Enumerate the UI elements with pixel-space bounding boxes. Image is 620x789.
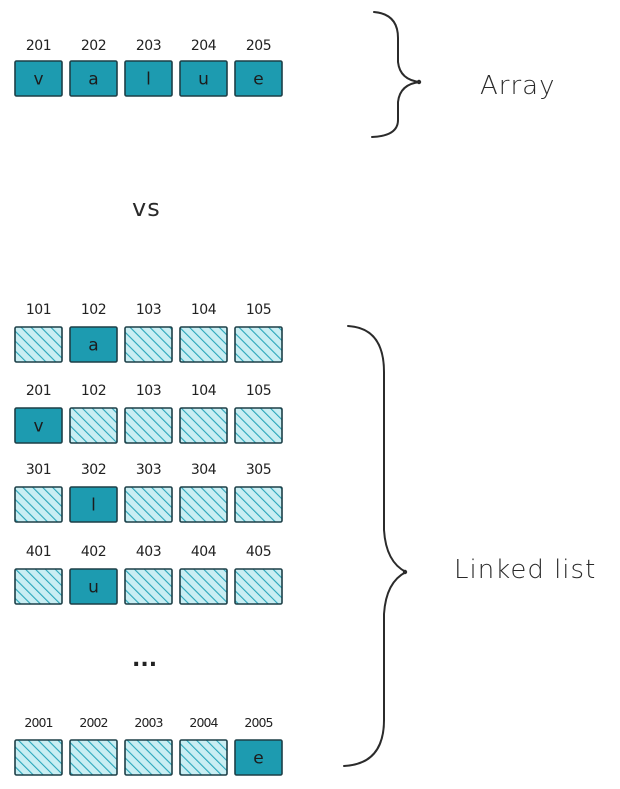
address-label: 203 [136,38,161,54]
address-label: 201 [26,383,51,399]
memory-cell-empty [69,407,118,444]
address-label: 104 [191,383,217,399]
array-brace-tip [416,79,422,85]
address-label: 105 [246,383,271,399]
memory-cell-filled [234,60,283,97]
cell-character: l [146,70,151,90]
memory-cell-empty [124,739,173,776]
memory-cell-empty [124,407,173,444]
array-brace [371,11,421,138]
address-label: 103 [136,383,161,399]
memory-cell-empty [234,486,283,523]
memory-cell-filled [14,60,63,97]
address-label: 204 [191,38,217,54]
address-label: 404 [191,544,217,560]
memory-cell-filled [69,60,118,97]
memory-cell-empty [234,326,283,363]
cell-character: a [88,336,98,356]
address-label: 402 [81,544,106,560]
memory-cell-empty [234,568,283,605]
memory-cell-empty [124,486,173,523]
address-label: 301 [26,462,51,478]
address-label: 405 [246,544,271,560]
linked-list-label: Linked list [454,555,596,585]
address-label: 403 [136,544,161,560]
memory-cell-filled [69,326,118,363]
array-memory-block: 201 v 202 a 203 l 204 u 205 e [14,38,283,97]
memory-cell-filled [234,739,283,776]
address-label: 205 [246,38,271,54]
memory-cell-empty [124,326,173,363]
ellipsis: ... [132,647,157,672]
address-label: 2001 [24,715,52,730]
address-label: 101 [26,302,51,318]
memory-cell-empty [179,568,228,605]
address-label: 105 [246,302,271,318]
address-label: 304 [191,462,217,478]
memory-cell-empty [179,486,228,523]
memory-cell-empty [14,326,63,363]
memory-cell-empty [14,568,63,605]
cell-character: l [91,496,96,516]
address-label: 2003 [134,715,162,730]
address-label: 201 [26,38,51,54]
linked-list-brace [343,325,407,767]
address-label: 2002 [79,715,107,730]
array-label: Array [480,71,555,101]
cell-character: a [88,70,98,90]
cell-character: u [88,578,99,598]
memory-cell-empty [69,739,118,776]
address-label: 2004 [189,715,218,730]
address-label: 2005 [244,715,272,730]
address-label: 202 [81,38,106,54]
linked-list-brace-tip [402,569,408,575]
address-label: 302 [81,462,106,478]
cell-character: e [253,70,263,90]
memory-cell-filled [69,486,118,523]
memory-cell-filled [69,568,118,605]
cell-character: v [33,417,43,437]
linked-list-row: 401 402 u 403 404 405 [14,544,283,605]
linked-list-row: 2001 2002 2003 2004 2005 e [14,715,283,776]
address-label: 401 [26,544,51,560]
cell-character: e [253,749,263,769]
cell-character: u [198,70,209,90]
memory-cell-filled [179,60,228,97]
address-label: 303 [136,462,161,478]
address-label: 103 [136,302,161,318]
cell-character: v [33,70,43,90]
address-label: 305 [246,462,271,478]
vs-label: vs [132,194,161,222]
memory-cell-empty [124,568,173,605]
memory-cell-empty [179,326,228,363]
address-label: 102 [81,383,106,399]
memory-cell-empty [14,486,63,523]
linked-list-row: 101 102 a 103 104 105 [14,302,283,363]
linked-list-row: 301 302 l 303 304 305 [14,462,283,523]
memory-cell-empty [234,407,283,444]
memory-cell-empty [179,407,228,444]
memory-cell-empty [14,739,63,776]
array-row: 201 v 202 a 203 l 204 u 205 e [14,38,283,97]
linked-list-row: 201 v 102 103 104 105 [14,383,283,444]
memory-cell-filled [124,60,173,97]
address-label: 102 [81,302,106,318]
address-label: 104 [191,302,217,318]
memory-cell-filled [14,407,63,444]
memory-cell-empty [179,739,228,776]
